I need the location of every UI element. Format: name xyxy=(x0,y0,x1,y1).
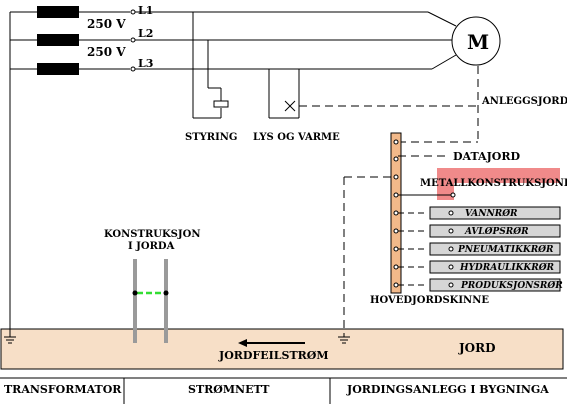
fault-current-arrowhead xyxy=(238,339,247,347)
phase-l2-terminal xyxy=(130,37,136,43)
metallkonstruksjoner-label: METALLKONSTRUKSJONER xyxy=(420,178,567,189)
svg-text:VANNRØR: VANNRØR xyxy=(465,208,518,219)
busbar-terminal xyxy=(393,264,399,270)
motor-symbol: M xyxy=(467,30,489,54)
phase-l3-label: L3 xyxy=(138,57,153,70)
phase-l3-terminal xyxy=(130,66,136,72)
svg-text:HYDRAULIKKRØR: HYDRAULIKKRØR xyxy=(459,262,555,273)
konstruksjon-label-2: I JORDA xyxy=(128,241,175,252)
ground-label: JORD xyxy=(458,341,496,355)
pipe-pneumatikkror: PNEUMATIKKRØR xyxy=(398,242,561,256)
anleggsjord-label: ANLEGGSJORD xyxy=(481,96,567,107)
rod-bond-node-left xyxy=(132,290,138,296)
section-transformator: TRANSFORMATOR xyxy=(4,383,122,396)
pipe-avlopsror: AVLØPSRØR xyxy=(398,224,561,238)
lamp-cross-2 xyxy=(284,100,296,112)
busbar-terminal xyxy=(393,174,399,180)
styring-label: STYRING xyxy=(185,132,237,143)
svg-text:PNEUMATIKKRØR: PNEUMATIKKRØR xyxy=(457,244,554,255)
lys-og-varme-label: LYS OG VARME xyxy=(253,132,340,143)
ground-rod-right xyxy=(164,259,168,343)
phase-l3-to-motor xyxy=(431,54,457,70)
ground-area xyxy=(0,328,564,370)
metal-structures-highlight-h xyxy=(437,168,560,183)
busbar-terminal xyxy=(393,246,399,252)
pipe-produksjonsror: PRODUKSJONSRØR xyxy=(398,278,563,292)
phase-l3-winding xyxy=(37,63,79,75)
rod-bond-node-right xyxy=(163,290,169,296)
voltage-l2-l3: 250 V xyxy=(87,45,126,59)
pipe-hydraulikkror: HYDRAULIKKRØR xyxy=(398,260,561,274)
phase-l1-terminal xyxy=(130,9,136,15)
svg-text:PRODUKSJONSRØR: PRODUKSJONSRØR xyxy=(460,280,563,291)
motor xyxy=(451,16,501,66)
section-stromnett: STRØMNETT xyxy=(188,383,270,396)
busbar-terminal xyxy=(393,282,399,288)
phase-l2-winding xyxy=(37,34,79,46)
busbar-terminal xyxy=(393,228,399,234)
datajord-label: DATAJORD xyxy=(453,150,521,163)
busbar-terminal xyxy=(393,210,399,216)
phase-l1-label: L1 xyxy=(138,4,153,17)
ground-rod-left xyxy=(133,259,137,343)
konstruksjon-label-1: KONSTRUKSJON xyxy=(104,229,200,240)
voltage-l1-l2: 250 V xyxy=(87,17,126,31)
phase-l1-winding xyxy=(37,6,79,18)
busbar-terminal xyxy=(393,156,399,162)
busbar-terminal xyxy=(393,192,399,198)
hovedjordskinne-label: HOVEDJORDSKINNE xyxy=(370,295,489,306)
section-jordingsanlegg: JORDINGSANLEGG I BYGNINGA xyxy=(346,383,549,396)
busbar-terminal xyxy=(393,139,399,145)
phase-l1-to-motor xyxy=(427,11,457,27)
pipe-vannror: VANNRØR xyxy=(398,206,561,220)
metal-structures-highlight-v xyxy=(437,168,454,200)
metal-structures-terminal xyxy=(450,192,456,198)
phase-l2-label: L2 xyxy=(138,27,153,40)
svg-text:AVLØPSRØR: AVLØPSRØR xyxy=(464,226,529,237)
styring-relay xyxy=(213,100,229,108)
fault-current-label: JORDFEILSTRØM xyxy=(218,349,329,362)
